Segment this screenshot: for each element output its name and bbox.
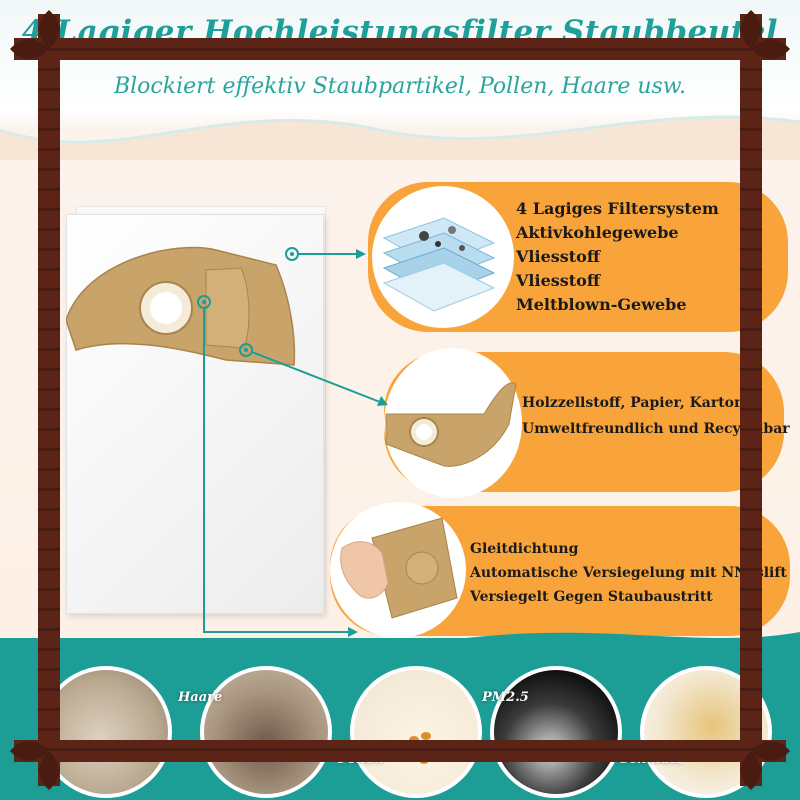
cardboard-collar — [66, 246, 296, 366]
material-line-2: Umweltfreundlich und Recycelbar — [522, 421, 790, 437]
pm25-photo — [490, 666, 622, 798]
dust-photo — [40, 666, 172, 798]
layers-line-1: 4 Lagiges Filtersystem — [516, 199, 719, 218]
material-text: Holzzellstoff, Papier, Karton Umweltfreu… — [522, 390, 790, 442]
bottom-label-5: Schmutz — [620, 752, 684, 767]
cardboard-collar-icon — [385, 382, 517, 467]
seal-line-1: Gleitdichtung — [470, 541, 579, 557]
page-title: 4 Lagiger Hochleistungsfilter Staubbeute… — [21, 14, 779, 50]
layers-line-3: Vliesstoff — [516, 247, 600, 266]
filter-layers-icon — [382, 217, 496, 312]
pollen-photo — [350, 666, 482, 798]
seal-hand-icon — [340, 517, 458, 619]
bottom-label-4: PM2.5 — [482, 690, 529, 705]
hair-photo — [200, 666, 332, 798]
layers-line-2: Aktivkohlegewebe — [516, 223, 679, 242]
page-subtitle: Blockiert effektiv Staubpartikel, Pollen… — [113, 74, 687, 99]
bottom-label-1: Staub — [30, 748, 73, 763]
seal-line-3: Versiegelt Gegen Staubaustritt — [470, 589, 713, 605]
seal-line-2: Automatische Versiegelung mit NNeslift — [470, 565, 787, 581]
dirt-photo — [640, 666, 772, 798]
seal-text: Gleitdichtung Automatische Versiegelung … — [470, 537, 787, 609]
layers-line-4: Vliesstoff — [516, 271, 600, 290]
bottom-label-3: Pollen — [338, 752, 384, 767]
material-line-1: Holzzellstoff, Papier, Karton — [522, 395, 745, 411]
bottom-label-2: Haare — [178, 690, 223, 705]
layers-line-5: Meltblown-Gewebe — [516, 295, 687, 314]
header-wave — [0, 115, 800, 160]
layers-text: 4 Lagiges Filtersystem Aktivkohlegewebe … — [516, 197, 719, 317]
